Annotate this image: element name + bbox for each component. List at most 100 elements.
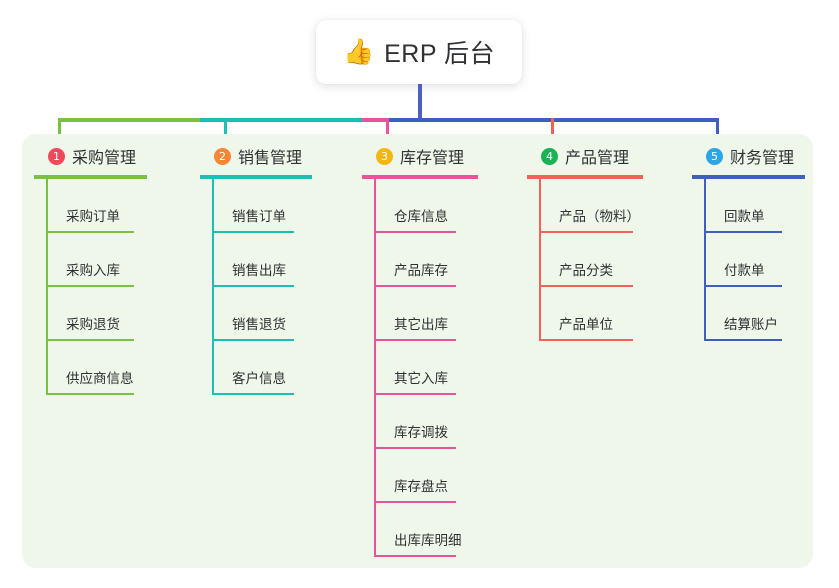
branch-spine — [539, 179, 541, 341]
branch-header-销售管理[interactable]: 2 销售管理 — [200, 144, 312, 168]
branch-item[interactable]: 采购订单 — [34, 179, 147, 233]
root-node-title: ERP 后台 — [384, 40, 496, 68]
branch-column-5: 5 财务管理回款单付款单结算账户 — [692, 144, 805, 341]
branch-item-list: 产品（物料） 产品分类产品单位 — [527, 179, 643, 341]
branch-item[interactable]: 付款单 — [692, 233, 805, 287]
branch-header-rule — [692, 175, 805, 179]
branch-item-list: 回款单付款单结算账户 — [692, 179, 805, 341]
branch-item-rule — [539, 285, 633, 287]
branch-item-label: 库存盘点 — [394, 479, 448, 494]
branch-item-rule — [374, 501, 456, 503]
branch-item-list: 销售订单销售出库销售退货客户信息 — [200, 179, 312, 395]
branch-item[interactable]: 出库库明细 — [362, 503, 478, 557]
branch-index-badge: 5 — [706, 147, 723, 165]
branch-item-label: 采购订单 — [66, 209, 120, 224]
branch-item[interactable]: 产品库存 — [362, 233, 478, 287]
branch-item-label: 产品（物料） — [559, 209, 640, 224]
connector-bar-segment-2 — [200, 118, 362, 122]
branch-item-rule — [46, 339, 134, 341]
branch-item-label: 仓库信息 — [394, 209, 448, 224]
thumbs-up-icon: 👍 — [342, 37, 375, 66]
branch-header-rule — [200, 175, 312, 179]
branch-item-label: 产品分类 — [559, 263, 613, 278]
branch-item-label: 其它入库 — [394, 371, 448, 386]
branch-item-rule — [539, 339, 633, 341]
branch-title: 采购管理 — [72, 150, 137, 167]
branch-item-label: 结算账户 — [724, 317, 778, 332]
branch-item-rule — [212, 285, 294, 287]
branch-header-产品管理[interactable]: 4 产品管理 — [527, 144, 643, 168]
branch-item[interactable]: 其它入库 — [362, 341, 478, 395]
branch-item-label: 供应商信息 — [66, 371, 134, 386]
branch-spine — [374, 179, 376, 557]
branch-item[interactable]: 采购入库 — [34, 233, 147, 287]
branch-item-rule — [374, 231, 456, 233]
connector-bar-segment-1 — [58, 118, 200, 122]
branch-item-rule — [46, 285, 134, 287]
branch-item[interactable]: 客户信息 — [200, 341, 312, 395]
branch-item[interactable]: 产品单位 — [527, 287, 643, 341]
branch-header-rule — [527, 175, 643, 179]
branch-item[interactable]: 采购退货 — [34, 287, 147, 341]
branches-panel — [22, 134, 813, 568]
branch-item-label: 销售订单 — [232, 209, 286, 224]
branch-item-rule — [374, 339, 456, 341]
branch-item[interactable]: 销售出库 — [200, 233, 312, 287]
branch-item[interactable]: 销售退货 — [200, 287, 312, 341]
branch-item-label: 销售退货 — [232, 317, 286, 332]
branch-item[interactable]: 产品分类 — [527, 233, 643, 287]
branch-header-财务管理[interactable]: 5 财务管理 — [692, 144, 805, 168]
branch-item[interactable]: 结算账户 — [692, 287, 805, 341]
branch-item-rule — [374, 393, 456, 395]
branch-column-2: 2 销售管理销售订单销售出库销售退货客户信息 — [200, 144, 312, 395]
root-node-erp-backend[interactable]: 👍 ERP 后台 — [316, 20, 522, 84]
branch-item[interactable]: 回款单 — [692, 179, 805, 233]
branch-item-label: 出库库明细 — [394, 533, 462, 548]
branch-item-rule — [374, 285, 456, 287]
branch-item[interactable]: 库存盘点 — [362, 449, 478, 503]
branch-header-rule — [362, 175, 478, 179]
branch-spine — [46, 179, 48, 395]
branch-item-label: 库存调拨 — [394, 425, 448, 440]
branch-item-rule — [374, 447, 456, 449]
branch-item-rule — [46, 231, 134, 233]
branch-item-rule — [704, 285, 782, 287]
branch-item-label: 采购入库 — [66, 263, 120, 278]
branch-item-rule — [539, 231, 633, 233]
branch-item-rule — [212, 339, 294, 341]
branch-item-list: 仓库信息产品库存其它出库其它入库库存调拨库存盘点出库库明细 — [362, 179, 478, 557]
connector-drop-5 — [716, 118, 719, 144]
branch-title: 财务管理 — [730, 150, 795, 167]
connector-drop-1 — [58, 118, 61, 144]
connector-bar-segment-3 — [362, 118, 386, 122]
branch-item[interactable]: 销售订单 — [200, 179, 312, 233]
branch-item-list: 采购订单采购入库采购退货供应商信息 — [34, 179, 147, 395]
branch-item-rule — [212, 393, 294, 395]
branch-spine — [704, 179, 706, 341]
branch-item-label: 付款单 — [724, 263, 765, 278]
branch-header-rule — [34, 175, 147, 179]
branch-item[interactable]: 库存调拨 — [362, 395, 478, 449]
branch-item-rule — [704, 231, 782, 233]
branch-item-label: 销售出库 — [232, 263, 286, 278]
branch-title: 库存管理 — [400, 150, 465, 167]
branch-item[interactable]: 产品（物料） — [527, 179, 643, 233]
branch-item-rule — [46, 393, 134, 395]
branch-column-4: 4 产品管理产品（物料） 产品分类产品单位 — [527, 144, 643, 341]
branch-item-label: 其它出库 — [394, 317, 448, 332]
branch-item[interactable]: 仓库信息 — [362, 179, 478, 233]
branch-item-rule — [704, 339, 782, 341]
branch-item-label: 采购退货 — [66, 317, 120, 332]
branch-title: 销售管理 — [238, 150, 303, 167]
branch-title: 产品管理 — [565, 150, 630, 167]
branch-item[interactable]: 其它出库 — [362, 287, 478, 341]
trunk-connector — [418, 84, 422, 120]
branch-index-badge: 2 — [214, 147, 231, 165]
branch-index-badge: 4 — [541, 147, 558, 165]
branch-item[interactable]: 供应商信息 — [34, 341, 147, 395]
